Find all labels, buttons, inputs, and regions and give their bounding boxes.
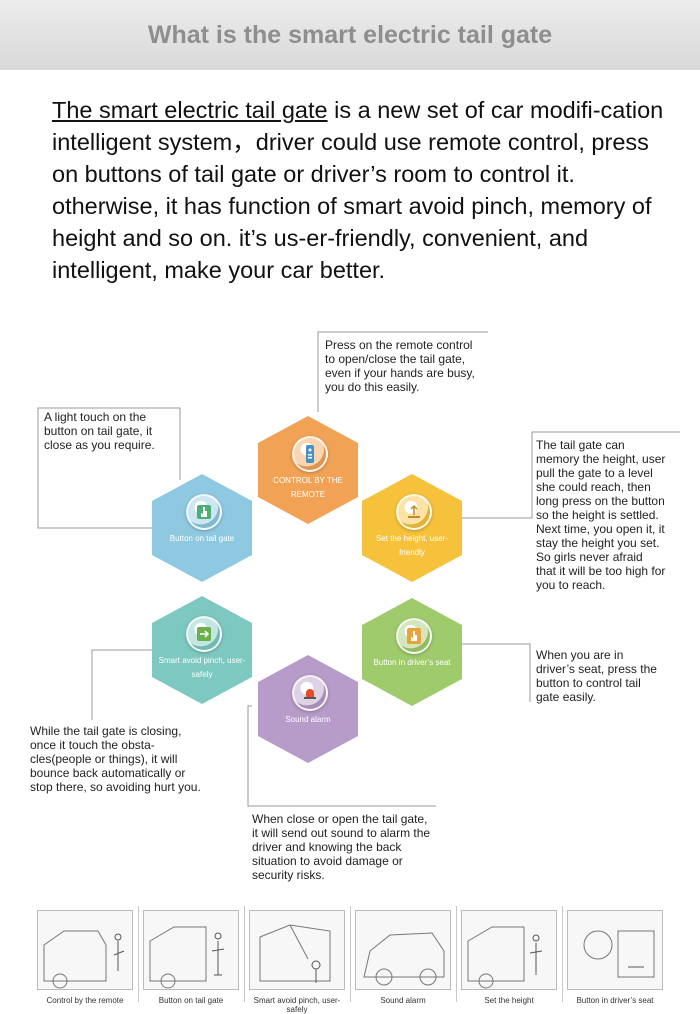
hex-tailbtn-label: Button on tail gate <box>169 534 235 543</box>
hex-alarm-label: Sound alarm <box>285 715 331 724</box>
thumb-sound-alarm-caption: Sound alarm <box>380 996 426 1005</box>
thumb-sound-alarm: Sound alarm <box>355 906 451 1006</box>
thumb-tail-button-caption: Button on tail gate <box>158 996 224 1005</box>
hex-pinch-label: Smart avoid pinch, user-safely <box>158 656 246 679</box>
hex-button-driver-seat: Button in driver’s seat <box>362 598 462 706</box>
thumb-driver-seat-caption: Button in driver’s seat <box>576 996 654 1005</box>
callout-remote: Press on the remote control to open/clos… <box>325 338 475 394</box>
set-height-illustration <box>461 910 557 990</box>
intro-text: is a new set of car modifi-cation intell… <box>52 97 664 283</box>
avoid-pinch-illustration <box>249 910 345 990</box>
callout-avoid-pinch: While the tail gate is closing, once it … <box>30 724 201 794</box>
thumb-driver-seat: Button in driver’s seat <box>567 906 663 1006</box>
illustration-strip: Control by the remote Button on tail gat… <box>37 906 663 1014</box>
car-remote-illustration <box>37 910 133 990</box>
anti-pinch-hand-icon <box>186 616 222 652</box>
callout-driver-seat: When you are in driver’s seat, press the… <box>536 648 657 704</box>
thumb-remote-caption: Control by the remote <box>46 996 124 1005</box>
thumb-divider <box>562 906 563 1002</box>
page-title: What is the smart electric tail gate <box>147 21 553 49</box>
driver-seat-illustration <box>567 910 663 990</box>
thumb-remote: Control by the remote <box>37 906 133 1006</box>
remote-control-icon <box>292 436 328 472</box>
hex-set-height: Set the height, user-friendly <box>362 474 462 582</box>
callout-height: The tail gate can memory the height, use… <box>536 438 666 592</box>
intro-paragraph: The smart electric tail gate is a new se… <box>52 94 672 286</box>
thumb-avoid-pinch: Smart avoid pinch, user-safely <box>249 906 345 1014</box>
thumb-divider <box>456 906 457 1002</box>
hex-height-label: Set the height, user-friendly <box>375 534 449 557</box>
hex-control-by-remote: CONTROL BY THE REMOTE <box>258 416 358 524</box>
line-pinch <box>91 649 152 720</box>
callout-alarm: When close or open the tail gate, it wil… <box>252 812 431 882</box>
title-banner: What is the smart electric tail gate <box>0 0 700 70</box>
hex-button-tail-gate: Button on tail gate <box>152 474 252 582</box>
tail-button-illustration <box>143 910 239 990</box>
intro-term: The smart electric tail gate <box>52 97 328 123</box>
finger-touch-icon <box>186 494 222 530</box>
alarm-light-icon <box>292 675 328 711</box>
thumb-avoid-pinch-caption: Smart avoid pinch, user-safely <box>253 996 341 1014</box>
thumb-divider <box>350 906 351 1002</box>
height-adjust-icon <box>396 494 432 530</box>
hex-avoid-pinch: Smart avoid pinch, user-safely <box>152 596 252 704</box>
line-driver <box>462 643 531 702</box>
callout-tail-button: A light touch on the button on tail gate… <box>44 410 155 452</box>
thumb-tail-button: Button on tail gate <box>143 906 239 1006</box>
thumb-divider <box>244 906 245 1002</box>
hex-driver-label: Button in driver’s seat <box>373 658 451 667</box>
hand-press-icon <box>396 618 432 654</box>
thumb-divider <box>138 906 139 1002</box>
hex-sound-alarm: Sound alarm <box>258 655 358 763</box>
thumb-set-height-caption: Set the height <box>484 996 534 1005</box>
thumb-set-height: Set the height <box>461 906 557 1006</box>
sound-alarm-illustration <box>355 910 451 990</box>
hex-remote-label: CONTROL BY THE REMOTE <box>273 476 343 499</box>
